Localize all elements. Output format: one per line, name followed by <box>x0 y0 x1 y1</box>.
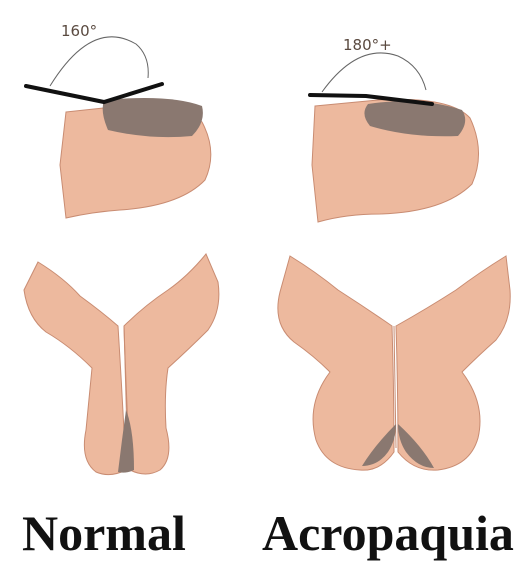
clubbed-fingers-schamroth <box>278 256 510 470</box>
clubbed-angle-arc <box>322 53 426 92</box>
normal-profile-finger: 160° <box>26 22 211 218</box>
normal-nail <box>103 98 203 137</box>
normal-angle-arc <box>50 37 148 86</box>
clubbed-profile-finger: 180°+ <box>310 36 479 222</box>
clubbed-caption: Acropaquia <box>262 503 514 563</box>
clubbed-left-finger <box>278 256 394 470</box>
clubbed-angle-label: 180°+ <box>343 36 392 54</box>
normal-angle-label: 160° <box>61 22 97 40</box>
normal-fingers-schamroth <box>24 254 219 475</box>
normal-left-finger <box>24 262 126 475</box>
normal-caption: Normal <box>22 503 186 563</box>
normal-right-finger <box>124 254 219 474</box>
clubbed-right-finger <box>396 256 510 470</box>
